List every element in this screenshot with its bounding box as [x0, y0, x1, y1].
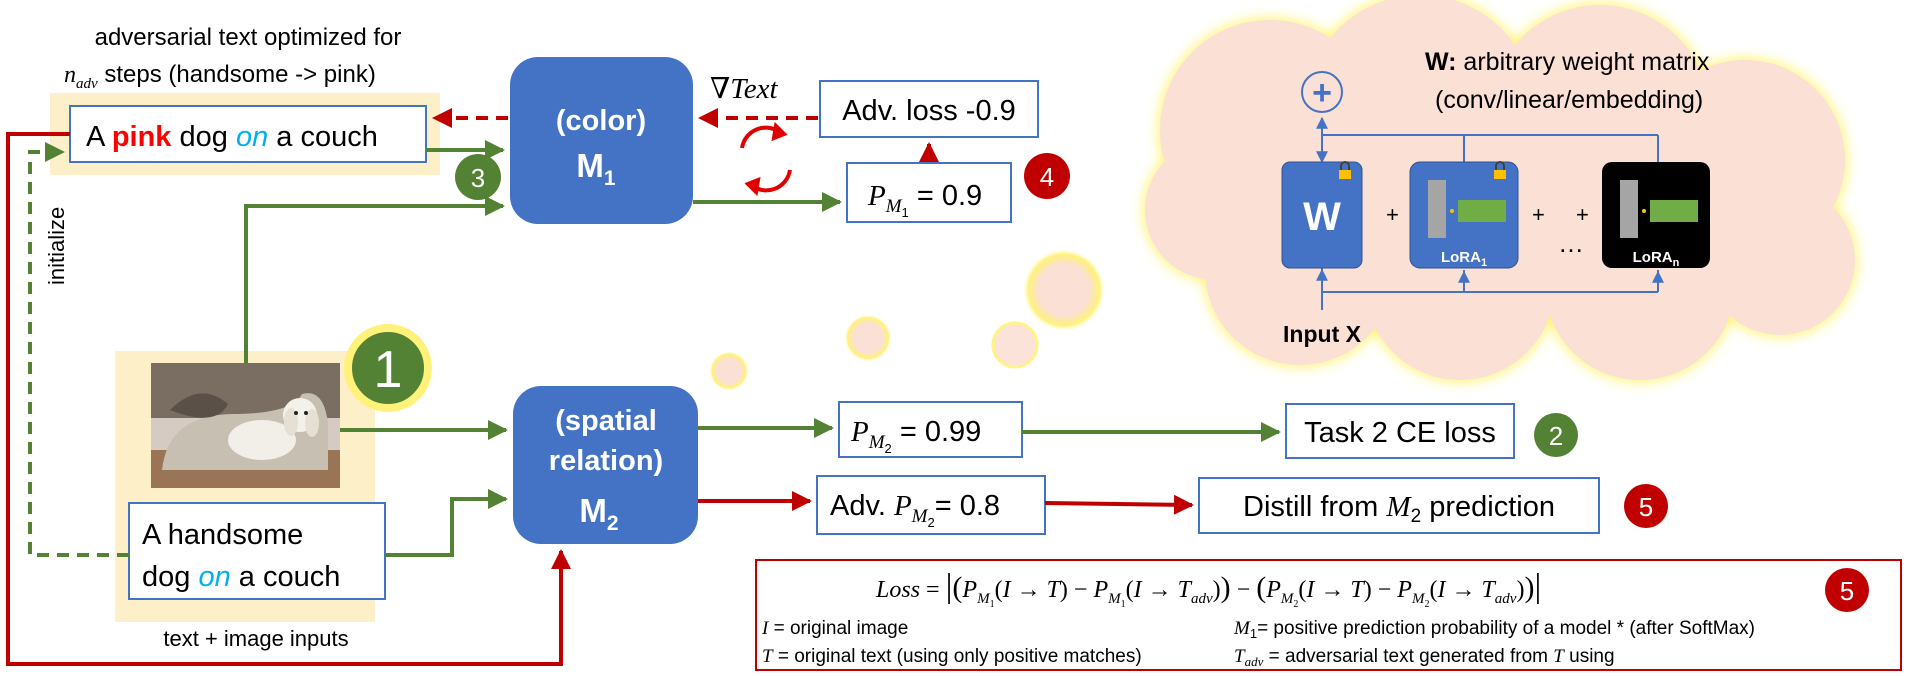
adv-text-box	[69, 105, 427, 163]
loran-label: LoRAn	[1633, 249, 1680, 269]
pm2-box	[838, 401, 1023, 458]
model-m2-type-line1: (spatial	[555, 405, 657, 437]
loss-legend: Loss = |(PM1(I → T) − PM1(I → Tadv)) − (…	[755, 559, 1902, 671]
lock-icon	[1494, 161, 1506, 179]
adv-loss-box	[819, 80, 1039, 138]
model-m2-type-line2: relation)	[549, 445, 663, 477]
step-4-badge	[1024, 153, 1070, 199]
lora1-up-proj	[1458, 200, 1506, 222]
step-3-badge	[455, 154, 501, 200]
step-5-number-bottom: 5	[1840, 576, 1854, 606]
lora1-label: LoRA1	[1441, 249, 1487, 269]
step-2-number: 2	[1549, 421, 1563, 451]
step-2-badge	[1534, 413, 1578, 457]
model-m2	[513, 386, 698, 544]
step-3-number: 3	[471, 163, 485, 193]
model-m2-name: M2	[579, 492, 618, 535]
cloud-subtitle: (conv/linear/embedding)	[1435, 86, 1703, 114]
inputs-caption: text + image inputs	[163, 626, 348, 651]
top-caption-line1: adversarial text optimized for	[95, 24, 402, 51]
pm2-text: PM2 = 0.99	[850, 416, 981, 456]
legend-m1-def: M1= positive prediction probability of a…	[1233, 618, 1755, 641]
dog-photo	[151, 363, 340, 488]
step-5-number-top: 5	[1639, 492, 1653, 522]
w-block	[1281, 161, 1363, 269]
sum-icon	[1301, 71, 1343, 113]
loran-down-proj	[1620, 180, 1638, 238]
distill-text: Distill from M2 prediction	[1243, 491, 1555, 527]
model-m1-name: M1	[576, 147, 616, 190]
pm1-box	[846, 162, 1012, 223]
lora1-down-proj	[1428, 180, 1446, 238]
pm1-text: PM1 = 0.9	[867, 180, 982, 220]
legend-i-def: I = original image	[761, 618, 908, 639]
lock-icon	[1339, 161, 1351, 179]
input-x-label: Input X	[1283, 321, 1362, 347]
cycle-icon	[740, 121, 792, 197]
lora-cloud: W: arbitrary weight matrix (conv/linear/…	[709, 0, 1855, 391]
task-loss-text: Task 2 CE loss	[1304, 417, 1496, 449]
loss-legend-box	[755, 559, 1902, 671]
cloud-title: W: arbitrary weight matrix	[1425, 48, 1710, 76]
step-5-badge-top	[1624, 484, 1668, 528]
adv-text: A pink dog on a couch	[86, 121, 378, 153]
initialize-label: initialize	[44, 207, 69, 285]
distill-box	[1198, 477, 1600, 534]
loran-up-proj	[1650, 200, 1698, 222]
adv-pm2-box	[816, 475, 1046, 535]
step-1-badge	[344, 324, 432, 412]
legend-tadv-def: Tadv = adversarial text generated from T…	[1234, 646, 1615, 669]
orig-text-line2: dog on a couch	[142, 561, 340, 593]
orig-text-box	[128, 502, 386, 600]
orig-text-line1: A handsome	[142, 519, 303, 551]
plus-1: +	[1386, 202, 1399, 227]
adv-pm2-text: Adv. PM2= 0.8	[830, 490, 1000, 530]
model-m1	[510, 57, 693, 224]
adv-loss-text: Adv. loss -0.9	[842, 95, 1016, 127]
step-1-number: 1	[374, 341, 403, 399]
model-m1-type: (color)	[556, 105, 646, 137]
plus-3: +	[1576, 202, 1589, 227]
step-4-number: 4	[1040, 162, 1054, 192]
ellipsis: …	[1558, 228, 1584, 258]
sum-plus: +	[1312, 74, 1332, 112]
arrows	[6, 108, 1281, 666]
legend-t-def: T = original text (using only positive m…	[762, 646, 1142, 667]
task-loss-box	[1285, 403, 1515, 459]
w-label: W	[1303, 195, 1341, 239]
top-caption-line2: nadv steps (handsome -> pink)	[64, 61, 376, 92]
step-5-badge-bottom	[1825, 568, 1869, 612]
grad-text-label: ∇Text	[710, 73, 778, 105]
plus-2: +	[1532, 202, 1545, 227]
